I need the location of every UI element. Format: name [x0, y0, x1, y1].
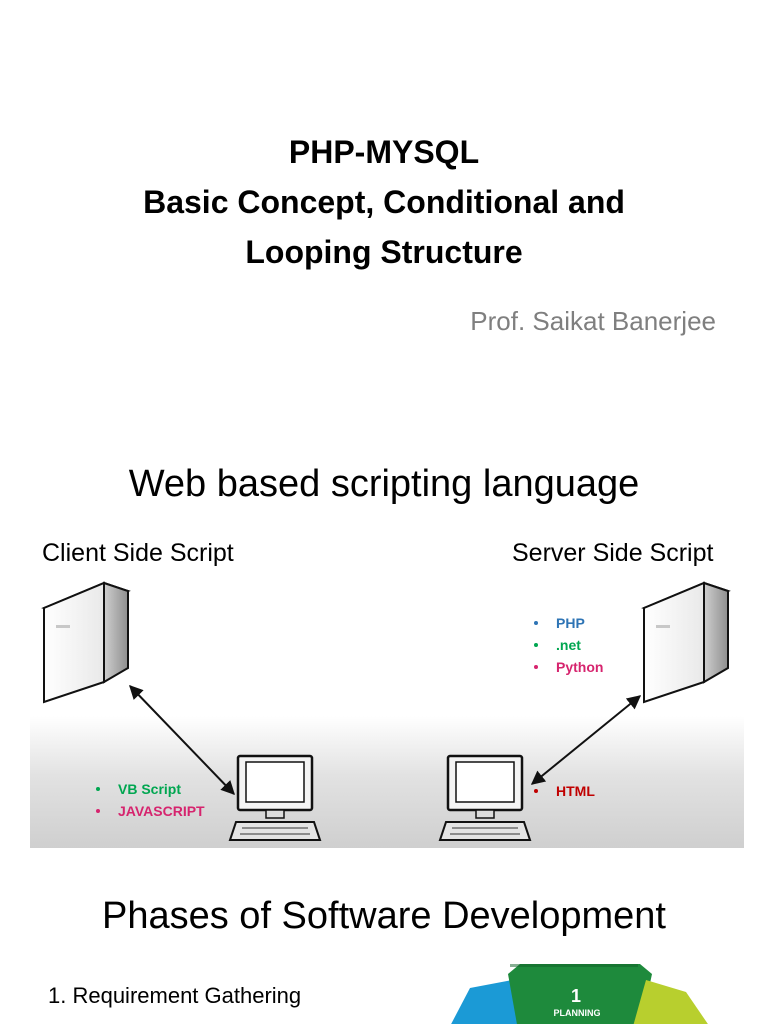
language-item: VB Script — [94, 778, 205, 800]
computer-icon — [438, 754, 532, 841]
slide-title-line-1: PHP-MYSQL — [288, 134, 480, 170]
slide-heading: Phases of Software Development — [102, 895, 666, 937]
slide-heading: Web based scripting language — [128, 463, 640, 505]
title-slide: PHP-MYSQL Basic Concept, Conditional and… — [0, 0, 768, 400]
server-side-label: Server Side Script — [512, 539, 714, 567]
cycle-step-label: PLANNING — [554, 1008, 601, 1018]
cycle-segment — [633, 980, 708, 1024]
development-cycle-diagram: 1 PLANNING — [451, 964, 708, 1024]
phase-item: 1. Requirement Gathering — [48, 983, 302, 1008]
browser-language-list: HTML — [532, 780, 595, 802]
client-connection-arrow — [129, 684, 235, 796]
language-item: Python — [532, 656, 603, 678]
client-server-diagram — [41, 581, 731, 841]
cycle-step-number: 1 — [571, 986, 581, 1006]
author-name: Prof. Saikat Banerjee — [470, 306, 716, 336]
slide-title-line-2: Basic Concept, Conditional and — [143, 184, 625, 220]
server-icon — [41, 581, 131, 704]
server-icon — [641, 581, 731, 704]
language-item: HTML — [532, 780, 595, 802]
computer-icon — [228, 754, 322, 841]
language-item: JAVASCRIPT — [94, 800, 205, 822]
phases-slide: Phases of Software Development 1. Requir… — [0, 860, 768, 1024]
client-side-label: Client Side Script — [42, 539, 234, 567]
slide-title-line-3: Looping Structure — [245, 234, 523, 270]
server-connection-arrow — [530, 695, 642, 785]
language-item: .net — [532, 634, 603, 656]
scripting-slide: Web based scripting language Client Side… — [0, 400, 768, 860]
cycle-segment — [451, 980, 528, 1024]
cycle-wheel — [451, 964, 708, 1024]
cycle-segment — [508, 964, 652, 1024]
language-item: PHP — [532, 612, 603, 634]
